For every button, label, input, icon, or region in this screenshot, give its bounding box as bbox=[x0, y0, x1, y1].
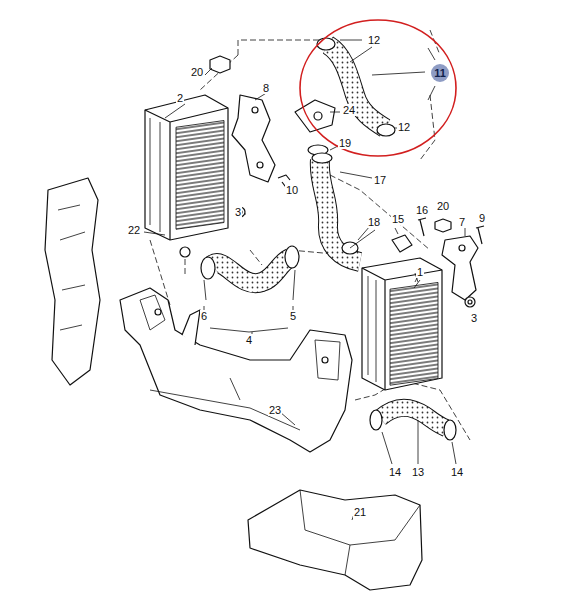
callout-number: 7 bbox=[458, 216, 466, 228]
callout-number: 17 bbox=[373, 174, 387, 186]
callout-number: 12 bbox=[397, 121, 411, 133]
callout-number: 22 bbox=[127, 224, 141, 236]
callout-number: 24 bbox=[342, 104, 356, 116]
callout-number: 3 bbox=[470, 312, 478, 324]
callout-number: 3 bbox=[234, 206, 242, 218]
callout-number: 20 bbox=[436, 200, 450, 212]
callout-number: 23 bbox=[268, 404, 282, 416]
callout-number: 19 bbox=[338, 137, 352, 149]
callout-number: 2 bbox=[176, 92, 184, 104]
callout-number: 4 bbox=[245, 334, 253, 346]
callout-number: 1 bbox=[416, 266, 424, 278]
callout-number: 14 bbox=[450, 466, 464, 478]
callout-number: 10 bbox=[285, 184, 299, 196]
callout-number: 9 bbox=[478, 212, 486, 224]
callout-number: 16 bbox=[415, 204, 429, 216]
callout-number: 14 bbox=[388, 466, 402, 478]
callout-number: 5 bbox=[289, 310, 297, 322]
callout-number: 6 bbox=[200, 310, 208, 322]
callout-number: 18 bbox=[367, 216, 381, 228]
callout-number: 11 bbox=[434, 67, 446, 79]
callout-number: 21 bbox=[353, 506, 367, 518]
callout-number: 8 bbox=[262, 82, 270, 94]
callout-number: 15 bbox=[391, 213, 405, 225]
callout-number: 20 bbox=[190, 66, 204, 78]
callout-number: 12 bbox=[367, 34, 381, 46]
callout-circle: 11 bbox=[431, 64, 449, 82]
callout-number: 13 bbox=[411, 466, 425, 478]
